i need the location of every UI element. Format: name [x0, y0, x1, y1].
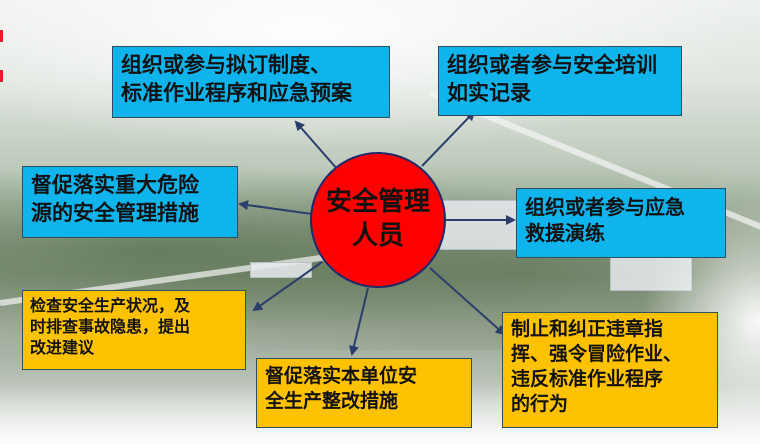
- box-line: 督促落实重大危险: [31, 173, 199, 197]
- box-stop-violations: 制止和纠正违章指 挥、强令冒险作业、 违反标准作业程序 的行为: [502, 312, 718, 428]
- box-line: 的行为: [511, 393, 569, 416]
- arrow-to-rectification: [349, 287, 369, 356]
- box-line: 时排查事故隐患，提出: [30, 317, 191, 337]
- center-title-line: 人员: [351, 221, 404, 251]
- arrow-to-hazard-measures: [238, 200, 313, 215]
- arrow-to-stop-violations: [429, 267, 506, 336]
- center-title-line: 安全管理: [325, 187, 430, 218]
- box-line: 违反标准作业程序: [511, 368, 664, 391]
- box-line: 组织或参与拟订制度、: [121, 53, 331, 77]
- box-line: 督促落实本单位安: [265, 365, 418, 387]
- center-circle: 安全管理 人员: [310, 152, 446, 288]
- box-line: 改进建议: [30, 338, 95, 358]
- box-line: 制止和纠正违章指: [511, 318, 664, 340]
- arrow-to-inspect-safety: [252, 261, 323, 312]
- box-line: 源的安全管理措施: [31, 200, 199, 225]
- box-hazard-measures: 督促落实重大危险 源的安全管理措施: [22, 166, 238, 238]
- box-line: 标准作业程序和应急预案: [121, 80, 352, 105]
- box-emergency-drills: 组织或者参与应急 救援演练: [516, 188, 726, 258]
- box-line: 检查安全生产状况，及: [30, 296, 191, 315]
- edge-mark: [0, 30, 3, 42]
- arrow-to-safety-training: [421, 110, 476, 167]
- box-line: 如实记录: [447, 80, 531, 105]
- box-safety-training: 组织或者参与安全培训 如实记录: [438, 46, 682, 116]
- box-line: 救援演练: [525, 221, 605, 246]
- box-rectification: 督促落实本单位安 全生产整改措施: [256, 358, 472, 428]
- arrow-to-draft-regulations: [294, 120, 339, 171]
- box-line: 全生产整改措施: [265, 390, 399, 413]
- edge-mark: [0, 70, 3, 82]
- box-draft-regulations: 组织或参与拟订制度、 标准作业程序和应急预案: [112, 46, 390, 118]
- box-line: 组织或者参与应急: [525, 195, 685, 219]
- box-inspect-safety: 检查安全生产状况，及 时排查事故隐患，提出 改进建议: [22, 290, 246, 370]
- box-line: 组织或者参与安全培训: [447, 53, 657, 77]
- box-line: 挥、强令冒险作业、: [511, 343, 683, 366]
